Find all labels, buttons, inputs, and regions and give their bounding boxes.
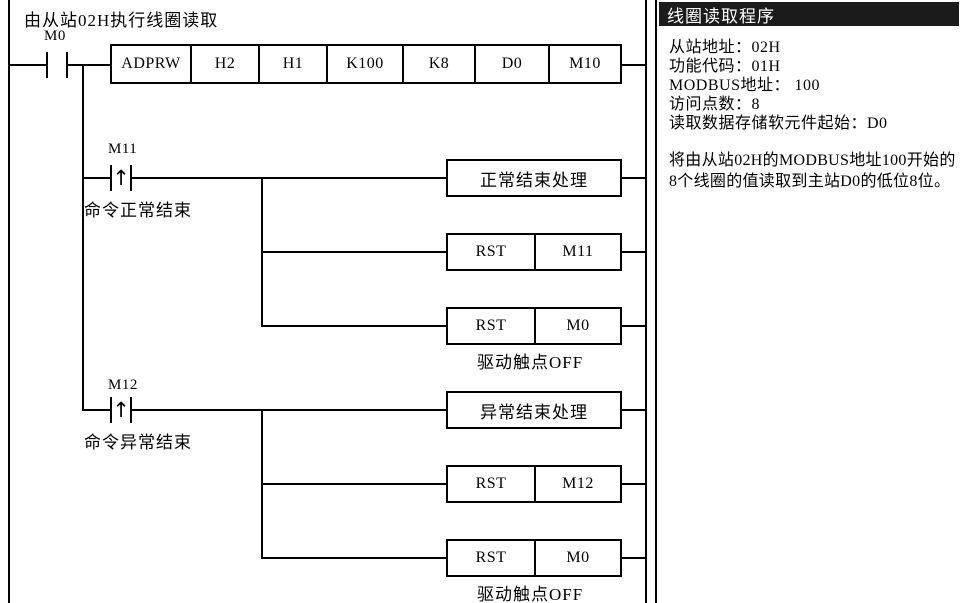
output-box-rst-m12[interactable]: RST M12 xyxy=(446,465,622,503)
contact-label-m11: M11 xyxy=(108,141,138,157)
rung-m12-wire-to-branch xyxy=(130,409,263,411)
contact-m12-rising-edge[interactable]: ↑ xyxy=(110,397,132,423)
panel-header-title: 线圈读取程序 xyxy=(659,2,959,26)
output-operand: M12 xyxy=(533,467,620,501)
spec-access-points: 访问点数：8 xyxy=(669,96,761,113)
contact-bar-left xyxy=(110,165,112,191)
output-instruction: RST xyxy=(475,549,507,566)
panel-divider xyxy=(655,0,657,603)
right-power-rail xyxy=(645,0,647,603)
contact-m0[interactable] xyxy=(46,52,68,78)
instruction-operand-3: K100 xyxy=(326,46,402,82)
rung-m11-wire-to-branch xyxy=(130,177,263,179)
output-operand: M11 xyxy=(533,235,620,269)
output-box-normal-end-handling[interactable]: 正常结束处理 xyxy=(446,159,622,197)
rung-m11-wire-left xyxy=(82,177,110,179)
contact-bar-left xyxy=(46,52,48,78)
rung-m11-out3-wire xyxy=(261,325,448,327)
instruction-operand-1: H2 xyxy=(190,46,258,82)
output-operand: M0 xyxy=(533,541,620,575)
output-instruction: RST xyxy=(475,475,507,492)
rung-m11-out2-wire-right xyxy=(622,251,647,253)
rung-m12-out2-wire-right xyxy=(622,483,647,485)
contact-comment-m12: 命令异常结束 xyxy=(84,433,192,452)
output-box-label: 异常结束处理 xyxy=(480,402,588,422)
rung-m11-out1-wire-right xyxy=(622,177,647,179)
rising-edge-arrow-icon: ↑ xyxy=(112,166,130,190)
contact-m11-rising-edge[interactable]: ↑ xyxy=(110,165,132,191)
program-comment: 由从站02H执行线圈读取 xyxy=(24,11,219,30)
rung-main-wire-mid xyxy=(66,64,110,66)
output-box-rst-m11[interactable]: RST M11 xyxy=(446,233,622,271)
rung-m12-out2-wire xyxy=(261,483,448,485)
instruction-operand-5: D0 xyxy=(474,46,548,82)
output-note-drive-contact-off-abnormal: 驱动触点OFF xyxy=(477,585,584,603)
instruction-box-adprw[interactable]: ADPRW H2 H1 K100 K8 D0 M10 xyxy=(110,44,622,84)
rung-m12-out1-wire xyxy=(261,409,448,411)
output-instruction: RST xyxy=(475,243,507,260)
left-power-rail xyxy=(8,0,10,603)
spec-slave-address: 从站地址：02H xyxy=(669,39,781,56)
branch-trunk-vertical xyxy=(82,64,84,409)
spec-function-code: 功能代码：01H xyxy=(669,58,781,75)
panel-description: 将由从站02H的MODBUS地址100开始的8个线圈的值读取到主站D0的低位8位… xyxy=(669,152,956,190)
output-instruction: RST xyxy=(475,317,507,334)
output-box-label: 正常结束处理 xyxy=(480,170,588,190)
info-panel: 线圈读取程序 从站地址：02H 功能代码：01H MODBUS地址： 100 访… xyxy=(655,0,972,603)
instruction-operand-2: H1 xyxy=(258,46,326,82)
rung-m11-out3-wire-right xyxy=(622,325,647,327)
rung-m12-out1-wire-right xyxy=(622,409,647,411)
spec-modbus-address: MODBUS地址： 100 xyxy=(669,77,820,94)
instruction-operand-6: M10 xyxy=(548,46,620,82)
rung-m11-out1-wire xyxy=(261,177,448,179)
rung-main-wire-right xyxy=(622,64,647,66)
output-box-rst-m0-normal[interactable]: RST M0 xyxy=(446,307,622,345)
rung-m12-wire-left xyxy=(82,409,110,411)
output-box-rst-m0-abnormal[interactable]: RST M0 xyxy=(446,539,622,577)
rung-m12-out3-wire-right xyxy=(622,557,647,559)
rung-main-wire-left xyxy=(8,64,46,66)
contact-bar-left xyxy=(110,397,112,423)
contact-comment-m11: 命令正常结束 xyxy=(84,201,192,220)
panel-spec-list: 从站地址：02H 功能代码：01H MODBUS地址： 100 访问点数：8 读… xyxy=(669,38,969,133)
rung-m11-out2-wire xyxy=(261,251,448,253)
rung-m12-out3-wire xyxy=(261,557,448,559)
output-note-drive-contact-off-normal: 驱动触点OFF xyxy=(477,353,584,372)
instruction-name: ADPRW xyxy=(121,55,181,72)
contact-label-m0: M0 xyxy=(44,28,66,44)
contact-label-m12: M12 xyxy=(108,377,138,393)
rising-edge-arrow-icon: ↑ xyxy=(112,398,130,422)
output-box-abnormal-end-handling[interactable]: 异常结束处理 xyxy=(446,391,622,429)
spec-storage-device-start: 读取数据存储软元件起始：D0 xyxy=(669,115,888,132)
output-operand: M0 xyxy=(533,309,620,343)
instruction-operand-4: K8 xyxy=(402,46,474,82)
